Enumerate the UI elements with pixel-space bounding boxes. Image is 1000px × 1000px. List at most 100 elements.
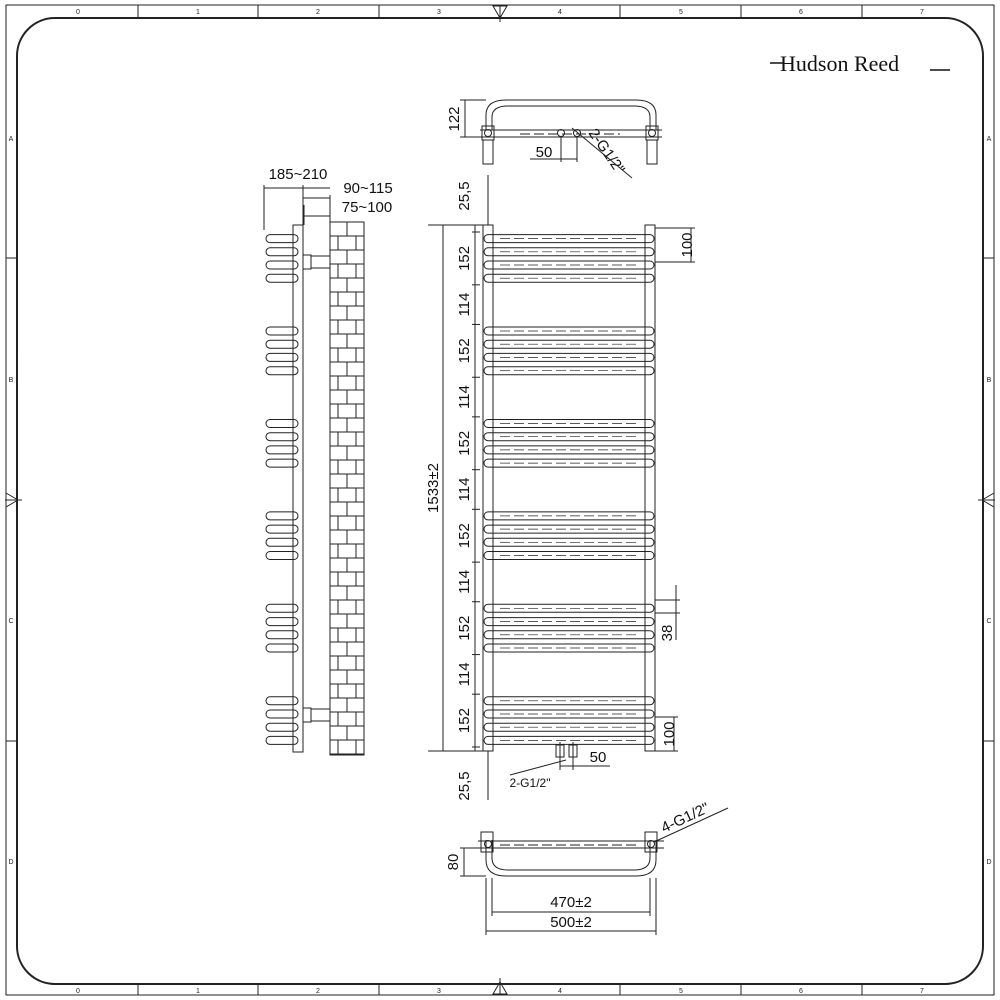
bottom-depth-dim: 80 bbox=[445, 854, 462, 871]
rail-end bbox=[265, 326, 299, 336]
rail-end bbox=[265, 722, 299, 732]
towel-rail-bar bbox=[483, 722, 655, 732]
towel-rail-bar bbox=[483, 603, 655, 613]
segment-label: 152 bbox=[456, 338, 473, 363]
rail-end bbox=[265, 643, 299, 653]
ruler-col-4: 4 bbox=[558, 9, 562, 16]
segment-label: 114 bbox=[456, 385, 473, 409]
ruler-col-5-bottom: 5 bbox=[679, 988, 683, 995]
rail-end bbox=[265, 696, 299, 706]
rail-end bbox=[265, 234, 299, 244]
towel-rail-bar bbox=[483, 537, 655, 547]
towel-rail-bar bbox=[483, 234, 655, 244]
rail-end bbox=[265, 273, 299, 283]
towel-rail-bar bbox=[483, 696, 655, 706]
towel-rail-bar bbox=[483, 524, 655, 534]
towel-rail-bar bbox=[483, 617, 655, 627]
towel-rail-bar bbox=[483, 366, 655, 376]
front-inlet-thread-dim: 2-G1/2" bbox=[510, 776, 551, 790]
rail-end bbox=[265, 445, 299, 455]
ruler-col-3-bottom: 3 bbox=[437, 988, 441, 995]
rail-end bbox=[265, 366, 299, 376]
segment-label: 152 bbox=[456, 246, 473, 271]
rail-end bbox=[265, 709, 299, 719]
segment-label: 114 bbox=[456, 662, 473, 686]
rail-end bbox=[265, 735, 299, 745]
ruler-row-c-right: C bbox=[986, 618, 991, 625]
side-bracket-dim: 75~100 bbox=[342, 199, 392, 216]
center-marks bbox=[5, 5, 995, 995]
ruler-row-b-right: B bbox=[987, 377, 992, 384]
sheet-frame bbox=[5, 4, 995, 996]
ruler-row-a: A bbox=[9, 136, 14, 143]
towel-rail-bar bbox=[483, 551, 655, 560]
towel-rail-bar bbox=[483, 445, 655, 455]
rail-end bbox=[265, 432, 299, 442]
towel-rail-bar bbox=[483, 260, 655, 270]
bottom-view bbox=[460, 807, 729, 935]
top-depth-dim: 122 bbox=[446, 106, 463, 131]
towel-rail-bar bbox=[483, 352, 655, 362]
segment-label: 152 bbox=[456, 616, 473, 641]
front-height-dim: 1533±2 bbox=[425, 463, 442, 513]
ruler-col-6: 6 bbox=[799, 9, 803, 16]
towel-rail-bar bbox=[483, 643, 655, 653]
front-bottom-pipe-dim: 100 bbox=[661, 721, 678, 746]
towel-rail-bar bbox=[483, 326, 655, 336]
rail-end bbox=[265, 419, 299, 428]
ruler-row-c: C bbox=[8, 618, 13, 625]
segment-label: 152 bbox=[456, 431, 473, 456]
rail-end bbox=[265, 537, 299, 547]
front-bar-pitch-dim: 38 bbox=[659, 625, 676, 642]
ruler-col-7: 7 bbox=[920, 9, 924, 16]
segment-label: 114 bbox=[456, 293, 473, 317]
towel-rail-bar bbox=[483, 458, 655, 468]
top-spacing-dim: 50 bbox=[536, 144, 553, 161]
rail-end bbox=[265, 339, 299, 349]
segment-label: 114 bbox=[456, 570, 473, 594]
towel-rail-bar bbox=[483, 735, 655, 745]
ruler-col-5: 5 bbox=[679, 9, 683, 16]
ruler-col-0-bottom: 0 bbox=[76, 988, 80, 995]
ruler-col-4-bottom: 4 bbox=[558, 988, 562, 995]
bottom-thread-dim: 4-G1/2" bbox=[659, 800, 713, 837]
side-overall-dim: 185~210 bbox=[269, 166, 328, 183]
ruler-row-a-right: A bbox=[987, 136, 992, 143]
towel-rail-bar bbox=[483, 511, 655, 521]
front-bottom-gap-dim: 25,5 bbox=[456, 771, 473, 800]
brand-name: Hudson Reed bbox=[780, 51, 899, 76]
ruler-row-b: B bbox=[9, 377, 14, 384]
rail-end bbox=[265, 260, 299, 270]
rail-end bbox=[265, 247, 299, 257]
front-top-pipe-dim: 100 bbox=[679, 232, 696, 257]
top-view bbox=[460, 99, 662, 179]
rail-end bbox=[265, 511, 299, 521]
side-view bbox=[263, 185, 365, 756]
towel-rail-bar bbox=[483, 630, 655, 640]
rail-end bbox=[265, 617, 299, 627]
ruler-ticks bbox=[6, 5, 994, 995]
towel-rail-bar bbox=[483, 247, 655, 257]
towel-rail-bar bbox=[483, 419, 655, 428]
rail-end bbox=[265, 524, 299, 534]
towel-rail-bar bbox=[483, 432, 655, 442]
brand-logo: Hudson Reed bbox=[770, 51, 950, 76]
ruler-col-7-bottom: 7 bbox=[920, 988, 924, 995]
ruler-col-1: 1 bbox=[196, 9, 200, 16]
ruler-col-2: 2 bbox=[316, 9, 320, 16]
front-inlet-spacing-dim: 50 bbox=[590, 749, 607, 766]
ruler-col-1-bottom: 1 bbox=[196, 988, 200, 995]
segment-label: 114 bbox=[456, 478, 473, 502]
ruler-col-3: 3 bbox=[437, 9, 441, 16]
rail-end bbox=[265, 630, 299, 640]
ruler-col-6-bottom: 6 bbox=[799, 988, 803, 995]
towel-rail-bar bbox=[483, 273, 655, 283]
towel-rail-bar bbox=[483, 709, 655, 719]
top-thread-dim: 2-G1/2" bbox=[585, 126, 628, 178]
front-top-gap-dim: 25,5 bbox=[456, 181, 473, 210]
side-offset-dim: 90~115 bbox=[343, 180, 392, 197]
ruler-labels: 0 1 2 3 4 5 6 7 0 1 2 3 4 5 6 7 A B C D … bbox=[8, 9, 991, 995]
segment-label: 152 bbox=[456, 523, 473, 548]
